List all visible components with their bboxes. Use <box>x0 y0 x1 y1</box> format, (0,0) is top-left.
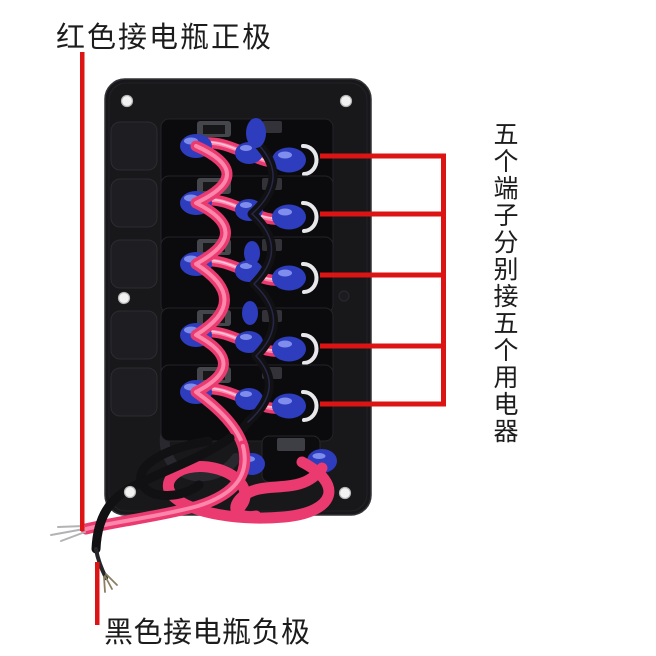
black-chain-wire <box>225 118 278 443</box>
callout-bracket-vertical <box>441 153 446 407</box>
panel-recess <box>110 239 158 289</box>
black-lead-stripped-end <box>103 573 118 593</box>
label-battery-positive: 红色接电瓶正极 <box>56 20 274 54</box>
screw-hole <box>123 485 137 499</box>
black-feed-loop <box>136 436 213 500</box>
red-lead-stripped-end <box>50 525 86 542</box>
black-wire-connectors <box>242 118 266 325</box>
mount-clip-small <box>262 121 282 133</box>
terminal-clip <box>301 200 319 233</box>
screw-hole <box>338 486 352 500</box>
callout-line-terminal-2 <box>320 211 446 217</box>
panel-recess <box>110 121 158 171</box>
red-feed-cross <box>230 462 328 523</box>
panel-recess <box>110 367 158 417</box>
red-feed-swirl <box>162 456 335 524</box>
screw-hole <box>339 94 353 108</box>
pink-chain-wire <box>190 140 249 452</box>
label-five-terminals: 五个端子分别接五个用电器 <box>490 121 519 445</box>
callout-line-terminal-5 <box>320 401 446 407</box>
screw-hole <box>117 291 131 305</box>
breaker-clip <box>277 438 305 451</box>
mount-clip-slot <box>203 125 225 134</box>
panel-recess <box>110 310 158 360</box>
screw-hole <box>120 94 134 108</box>
terminal-clip <box>301 332 319 365</box>
label-battery-negative: 黑色接电瓶负极 <box>104 615 311 649</box>
callout-line-negative <box>95 562 100 625</box>
callout-line-terminal-1 <box>320 153 446 159</box>
screw-hole-dark <box>338 290 350 302</box>
terminal-clip <box>301 261 319 294</box>
callout-line-terminal-4 <box>320 343 446 349</box>
callout-line-terminal-3 <box>320 272 446 278</box>
panel-recess <box>110 178 158 228</box>
callout-line-positive <box>80 52 85 531</box>
terminal-clip <box>301 389 319 422</box>
callout-lines <box>80 52 446 625</box>
red-feed-lead-glow <box>84 444 247 531</box>
terminal-clip <box>301 143 319 176</box>
screw-holes <box>117 94 353 500</box>
